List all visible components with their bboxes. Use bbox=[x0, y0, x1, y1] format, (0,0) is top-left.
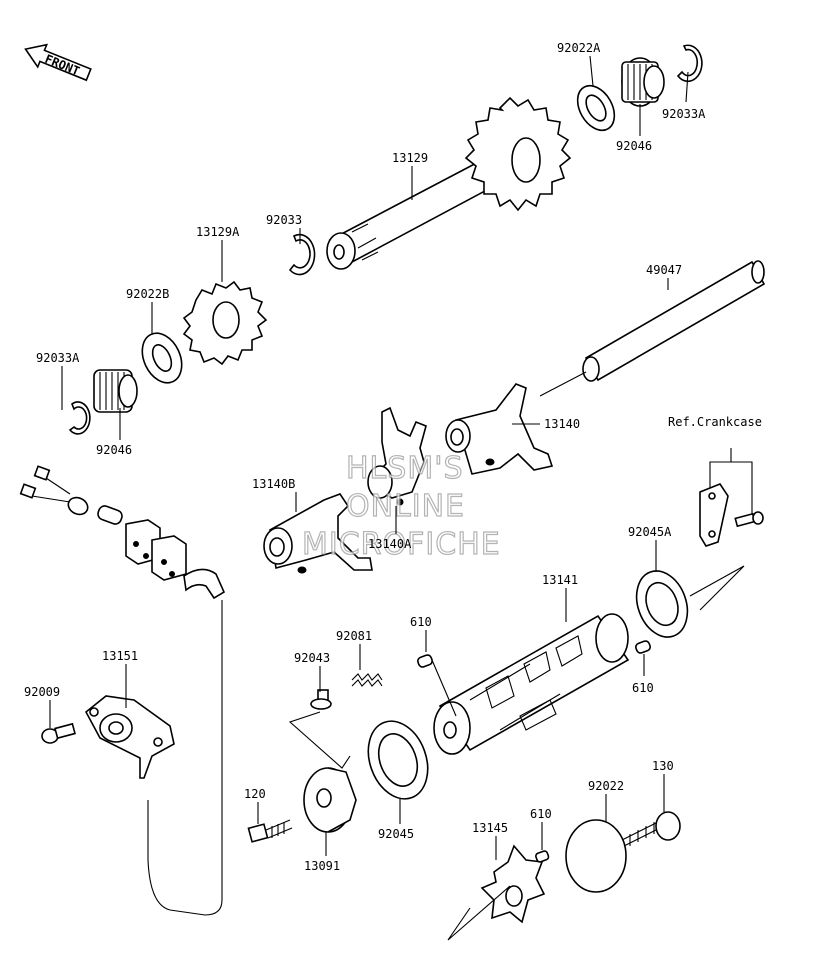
callout-13129: 13129 bbox=[392, 151, 428, 165]
dowel-pin-610-b bbox=[635, 640, 651, 654]
shift-fork-13140 bbox=[445, 383, 554, 475]
bolt-120 bbox=[247, 819, 293, 843]
shift-shaft-13129 bbox=[326, 96, 572, 270]
pin-92043 bbox=[310, 689, 332, 710]
bolt-130 bbox=[621, 811, 681, 847]
callout-49047: 49047 bbox=[646, 263, 682, 277]
callout-610-a: 610 bbox=[410, 615, 432, 629]
callout-92033: 92033 bbox=[266, 213, 302, 227]
svg-text:HLSM'S: HLSM'S bbox=[346, 451, 464, 486]
neutral-switch-13151 bbox=[84, 695, 175, 779]
callout-labels: 92022A 92033A 92046 13129 13129A 92033 9… bbox=[24, 41, 762, 873]
callout-13141: 13141 bbox=[542, 573, 578, 587]
svg-text:ONLINE: ONLINE bbox=[346, 489, 465, 524]
washer-92022a bbox=[576, 84, 616, 132]
leader-bracket bbox=[288, 711, 351, 769]
crankcase-reference-bracket bbox=[699, 448, 764, 547]
neutral-switch-harness bbox=[19, 465, 226, 916]
shift-drum-13141 bbox=[433, 613, 630, 755]
front-label: FRONT bbox=[43, 52, 82, 79]
callout-13151: 13151 bbox=[102, 649, 138, 663]
callout-13129a: 13129A bbox=[196, 225, 240, 239]
leader-triangle-right bbox=[689, 565, 745, 611]
screw-92009 bbox=[41, 722, 76, 744]
callout-13140b: 13140B bbox=[252, 477, 295, 491]
needle-bearing-92046-top bbox=[621, 57, 665, 107]
callout-92022b: 92022B bbox=[126, 287, 169, 301]
washer-92022 bbox=[565, 819, 627, 893]
callout-92009: 92009 bbox=[24, 685, 60, 699]
circlip-92033a-left bbox=[68, 401, 91, 435]
callout-13145: 13145 bbox=[472, 821, 508, 835]
callout-92033a-left: 92033A bbox=[36, 351, 80, 365]
callout-610-b: 610 bbox=[632, 681, 654, 695]
callout-120: 120 bbox=[244, 787, 266, 801]
watermark: HLSM'S ONLINE MICROFICHE bbox=[301, 450, 501, 562]
ref-crankcase-note: Ref.Crankcase bbox=[668, 415, 762, 429]
callout-92033a-top: 92033A bbox=[662, 107, 706, 121]
callout-92046-left: 92046 bbox=[96, 443, 132, 457]
callout-92081: 92081 bbox=[336, 629, 372, 643]
spring-92081 bbox=[351, 673, 383, 687]
callout-92022a: 92022A bbox=[557, 41, 601, 55]
shift-rod-49047 bbox=[539, 260, 766, 397]
callout-13091: 13091 bbox=[304, 859, 340, 873]
gear-13129a bbox=[182, 280, 268, 366]
callout-130: 130 bbox=[652, 759, 674, 773]
shift-cam-plate-13145 bbox=[480, 844, 546, 924]
needle-bearing-92046-left bbox=[93, 369, 138, 413]
front-arrow-icon: FRONT bbox=[24, 43, 92, 82]
callout-92022: 92022 bbox=[588, 779, 624, 793]
leader-lines bbox=[49, 55, 689, 860]
washer-92022b bbox=[141, 332, 183, 384]
circlip-92033 bbox=[288, 233, 316, 276]
callout-92045: 92045 bbox=[378, 827, 414, 841]
cam-13091 bbox=[303, 767, 357, 833]
ball-bearing-92045a bbox=[635, 570, 689, 638]
callout-13140: 13140 bbox=[544, 417, 580, 431]
dowel-pin-610-c bbox=[535, 850, 550, 863]
callout-92045a: 92045A bbox=[628, 525, 672, 539]
circlip-92033a-top bbox=[676, 44, 703, 83]
callout-610-c: 610 bbox=[530, 807, 552, 821]
leader-triangle-bottom bbox=[447, 885, 511, 941]
shift-fork-13140b bbox=[263, 493, 373, 574]
shift-fork-13140a bbox=[367, 406, 427, 506]
ball-bearing-92045 bbox=[367, 720, 429, 800]
dowel-pin-610-a bbox=[417, 654, 433, 668]
svg-text:MICROFICHE: MICROFICHE bbox=[302, 527, 501, 562]
callout-13140a: 13140A bbox=[368, 537, 412, 551]
callout-92046-top: 92046 bbox=[616, 139, 652, 153]
callout-92043: 92043 bbox=[294, 651, 330, 665]
